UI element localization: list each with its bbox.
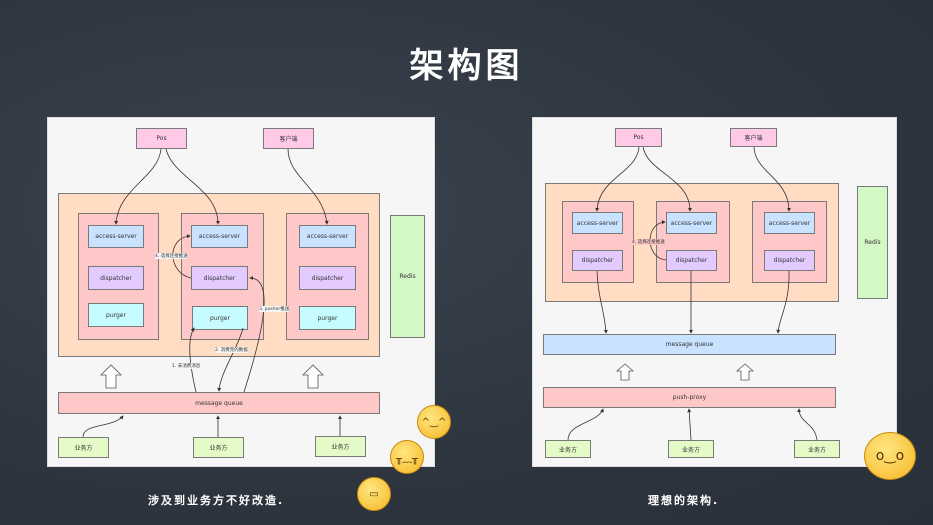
dispatcher: dispatcher: [572, 250, 623, 271]
access-server: access-server: [191, 225, 248, 248]
access-server: access-server: [299, 225, 356, 248]
dispatcher: dispatcher: [666, 250, 717, 271]
producer: 业务方: [794, 440, 840, 458]
client-pos: Pos: [615, 128, 662, 147]
grinning-emoji-icon: o‿o: [864, 432, 916, 480]
current-architecture-diagram: Pos 客户端 access-server access-server acce…: [47, 117, 435, 467]
step-label: 3. pusher推送: [259, 306, 290, 312]
message-queue: message queue: [58, 392, 380, 414]
message-queue: message queue: [543, 334, 836, 355]
dispatcher: dispatcher: [88, 266, 144, 290]
producer: 业务方: [545, 440, 591, 458]
slide-title: 架构图: [409, 46, 524, 86]
access-server: access-server: [666, 212, 717, 234]
purger: purger: [299, 306, 356, 330]
step-label: 4. 选择连接推送: [632, 239, 665, 245]
redis: Redis: [390, 215, 425, 338]
crying-emoji-icon: ╥﹏╥: [390, 440, 424, 474]
mask-emoji-icon: ▭: [357, 477, 391, 511]
client-app: 客户端: [730, 128, 777, 147]
producer: 业务方: [668, 440, 714, 458]
dispatcher: dispatcher: [764, 250, 815, 271]
step-label: 2. 消费完的数据: [215, 347, 248, 353]
dispatcher: dispatcher: [191, 266, 248, 290]
purger: purger: [88, 303, 144, 327]
producer: 业务方: [193, 437, 244, 458]
producer: 业务方: [58, 437, 109, 458]
access-server: access-server: [572, 212, 623, 234]
step-label: 1. 未消费消息: [172, 363, 201, 369]
left-caption: 涉及到业务方不好改造.: [148, 494, 285, 507]
redis: Redis: [857, 186, 888, 299]
ideal-architecture-diagram: Pos 客户端 access-server access-server acce…: [532, 117, 897, 467]
laughing-sweat-emoji-icon: ^‿^: [417, 405, 451, 439]
access-server: access-server: [88, 225, 144, 248]
client-pos: Pos: [136, 128, 187, 149]
client-app: 客户端: [263, 128, 314, 149]
access-server: access-server: [764, 212, 815, 234]
producer: 业务方: [315, 436, 366, 457]
right-caption: 理想的架构.: [648, 494, 720, 507]
dispatcher: dispatcher: [299, 266, 356, 290]
step-label: 4. 选择连接推送: [155, 253, 188, 259]
push-proxy: push-proxy: [543, 387, 836, 408]
purger: purger: [192, 306, 248, 330]
